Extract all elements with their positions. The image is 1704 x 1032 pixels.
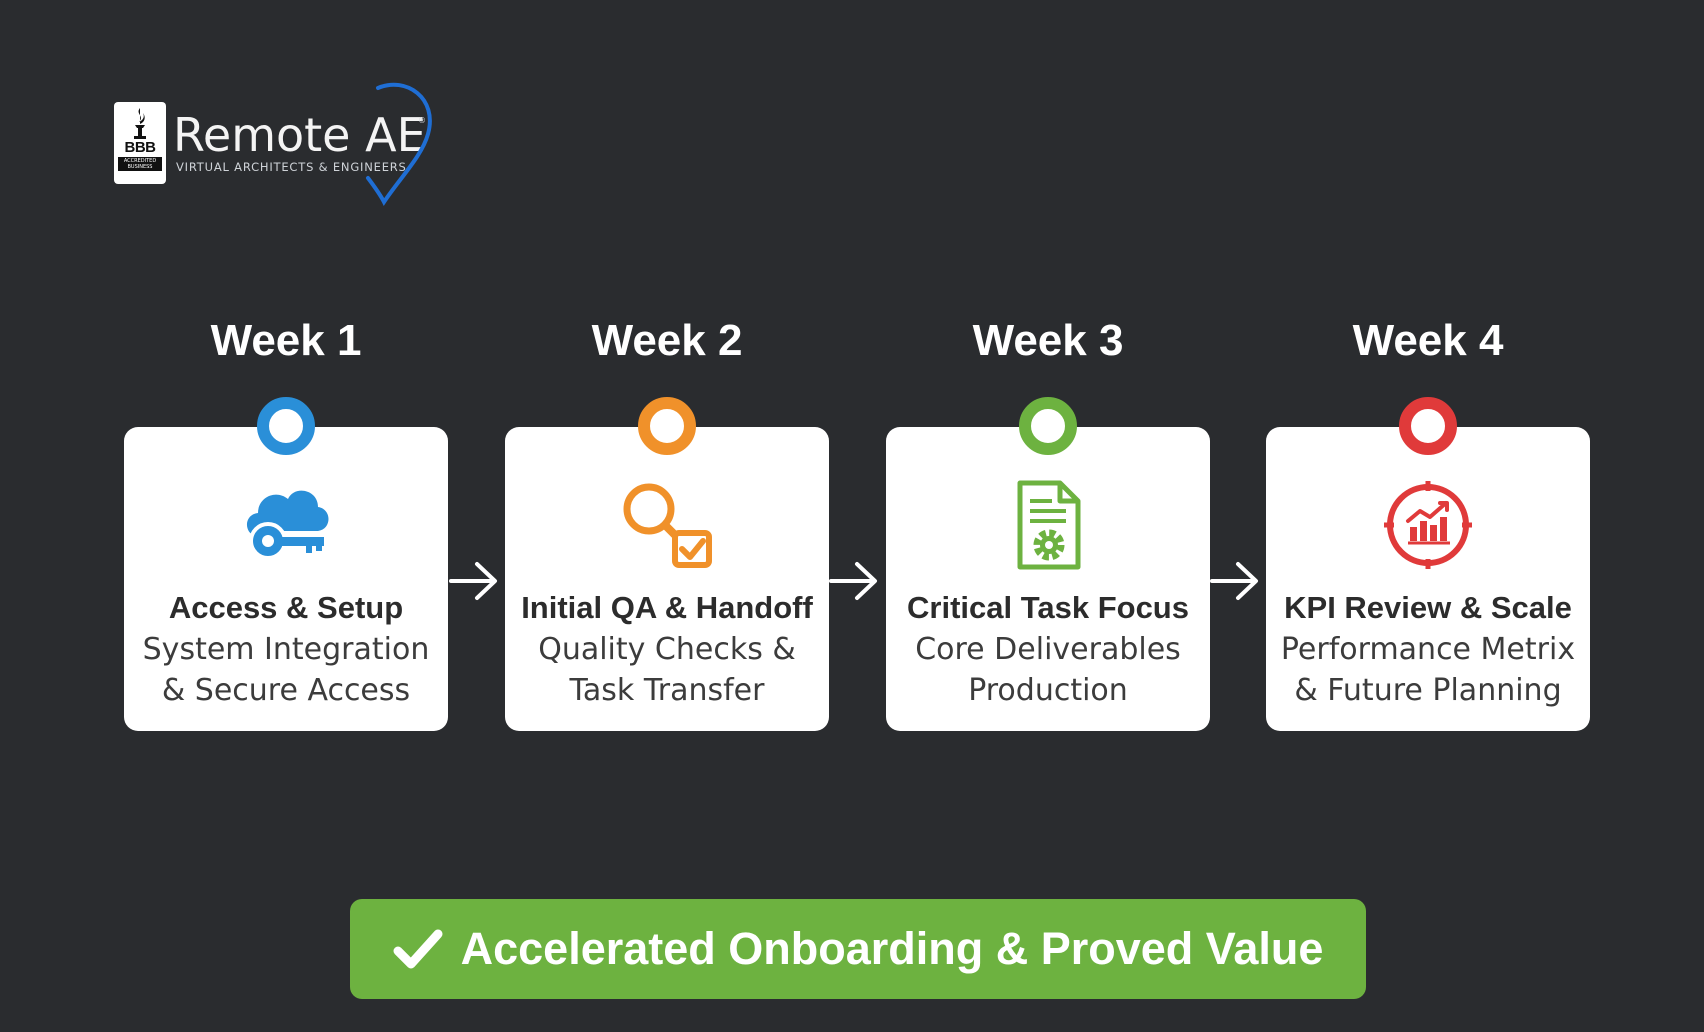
- step-description-line-1: Core Deliverables: [915, 632, 1181, 667]
- week-1-label: Week 1: [210, 316, 362, 365]
- bbb-subtext: ACCREDITED BUSINESS: [118, 157, 162, 171]
- chart-target-icon: [1266, 479, 1590, 571]
- torch-icon: [134, 108, 146, 139]
- step-title: Critical Task Focus: [907, 590, 1189, 625]
- cloud-key-icon: [124, 479, 448, 569]
- registered-mark: ®: [418, 116, 426, 125]
- step-description-line-2: & Secure Access: [161, 673, 411, 708]
- week-2-label: Week 2: [591, 316, 743, 365]
- week-1-marker-dot: [257, 397, 315, 455]
- step-title: KPI Review & Scale: [1284, 590, 1572, 625]
- arrow-right-icon: [1210, 562, 1258, 600]
- document-gear-icon: [886, 479, 1210, 571]
- value-banner: Accelerated Onboarding & Proved Value: [350, 899, 1366, 999]
- step-card-week-2: Initial QA & Handoff Quality Checks & Ta…: [505, 427, 829, 731]
- bbb-accredited-badge: BBB ACCREDITED BUSINESS: [114, 102, 166, 184]
- bbb-text: BBB: [124, 139, 157, 156]
- arrow-right-icon: [449, 562, 497, 600]
- week-3-label: Week 3: [972, 316, 1124, 365]
- step-card-week-1: Access & Setup System Integration & Secu…: [124, 427, 448, 731]
- location-pin-icon: [366, 82, 432, 206]
- week-4-marker-dot: [1399, 397, 1457, 455]
- step-description-line-2: Production: [968, 673, 1128, 708]
- step-title: Access & Setup: [168, 590, 404, 625]
- step-description-line-1: System Integration: [142, 632, 430, 667]
- step-description-line-2: & Future Planning: [1294, 673, 1562, 708]
- company-logo: BBB ACCREDITED BUSINESS Remote AE VIRTUA…: [114, 80, 474, 210]
- step-description-line-2: Task Transfer: [569, 673, 765, 708]
- week-3-marker-dot: [1019, 397, 1077, 455]
- step-description-line-1: Quality Checks &: [538, 632, 796, 667]
- magnifier-check-icon: [505, 479, 829, 571]
- step-card-week-4: KPI Review & Scale Performance Metrix & …: [1266, 427, 1590, 731]
- step-card-week-3: Critical Task Focus Core Deliverables Pr…: [886, 427, 1210, 731]
- week-4-label: Week 4: [1352, 316, 1504, 365]
- step-title: Initial QA & Handoff: [521, 590, 813, 625]
- step-description-line-1: Performance Metrix: [1280, 632, 1576, 667]
- banner-text: Accelerated Onboarding & Proved Value: [460, 923, 1324, 974]
- week-2-marker-dot: [638, 397, 696, 455]
- checkmark-icon: [393, 929, 443, 969]
- brand-name: Remote AE: [173, 108, 426, 162]
- brand-tagline: VIRTUAL ARCHITECTS & ENGINEERS: [176, 160, 407, 174]
- arrow-right-icon: [829, 562, 877, 600]
